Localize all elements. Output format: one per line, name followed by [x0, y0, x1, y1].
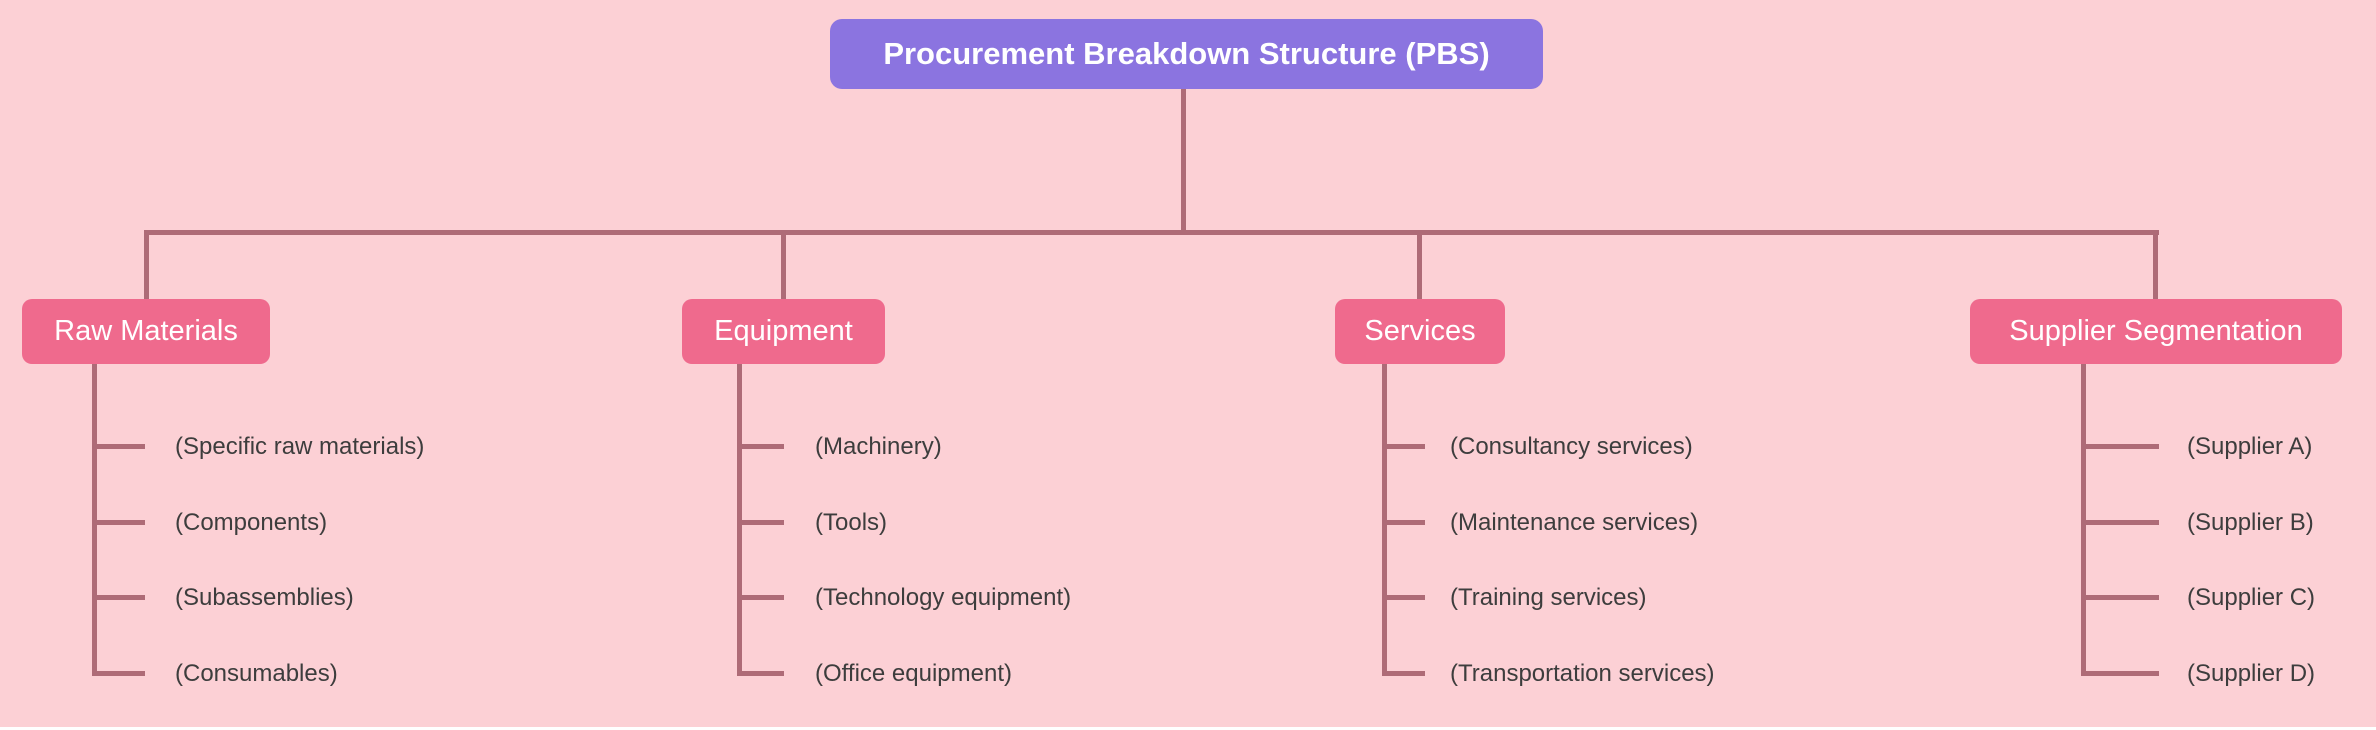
connector-root-trunk	[1181, 89, 1186, 232]
connector-drop-equipment	[781, 230, 786, 299]
leaf-label[interactable]: (Consultancy services)	[1450, 433, 1693, 460]
leaf-tick	[737, 671, 784, 676]
leaf-label[interactable]: (Consumables)	[175, 660, 338, 687]
leaf-label[interactable]: (Subassemblies)	[175, 584, 354, 611]
leaf-tick	[2081, 520, 2159, 525]
leaf-label[interactable]: (Supplier A)	[2187, 433, 2313, 460]
branch-node-supplier-segmentation[interactable]: Supplier Segmentation	[1970, 299, 2342, 364]
leaf-label[interactable]: (Supplier D)	[2187, 660, 2316, 687]
connector-drop-services	[1417, 230, 1422, 299]
leaf-tick	[737, 595, 784, 600]
leaf-label[interactable]: (Office equipment)	[815, 660, 1012, 687]
leaf-tick	[92, 595, 145, 600]
leaf-tick	[737, 444, 784, 449]
branch-node-label: Raw Materials	[54, 315, 238, 347]
leaf-tick	[2081, 671, 2159, 676]
connector-bus	[144, 230, 2159, 235]
connector-drop-raw-materials	[144, 230, 149, 299]
leaf-tick	[737, 520, 784, 525]
leaf-label[interactable]: (Transportation services)	[1450, 660, 1715, 687]
connector-drop-supplier-segmentation	[2153, 230, 2158, 299]
branch-node-raw-materials[interactable]: Raw Materials	[22, 299, 270, 364]
leaf-tick	[92, 520, 145, 525]
leaf-tick	[92, 671, 145, 676]
leaf-label[interactable]: (Supplier C)	[2187, 584, 2316, 611]
leaf-label[interactable]: (Specific raw materials)	[175, 433, 425, 460]
branch-node-label: Equipment	[714, 315, 853, 347]
leaf-tick	[1382, 520, 1425, 525]
leaf-tick	[92, 444, 145, 449]
branch-node-equipment[interactable]: Equipment	[682, 299, 885, 364]
leaf-tick	[2081, 595, 2159, 600]
leaf-label[interactable]: (Components)	[175, 509, 328, 536]
branch-node-services[interactable]: Services	[1335, 299, 1505, 364]
leaf-label[interactable]: (Supplier B)	[2187, 509, 2314, 536]
leaf-label[interactable]: (Maintenance services)	[1450, 509, 1699, 536]
bottom-edge-strip	[0, 727, 2376, 730]
leaf-label[interactable]: (Machinery)	[815, 433, 942, 460]
leaf-tick	[1382, 671, 1425, 676]
leaf-tick	[2081, 444, 2159, 449]
leaf-tick	[1382, 595, 1425, 600]
root-node-label: Procurement Breakdown Structure (PBS)	[883, 36, 1490, 71]
branch-node-label: Services	[1364, 315, 1476, 347]
leaf-tick	[1382, 444, 1425, 449]
leaf-label[interactable]: (Training services)	[1450, 584, 1647, 611]
root-node[interactable]: Procurement Breakdown Structure (PBS)	[830, 19, 1543, 89]
leaf-label[interactable]: (Technology equipment)	[815, 584, 1072, 611]
leaf-label[interactable]: (Tools)	[815, 509, 888, 536]
branch-node-label: Supplier Segmentation	[2009, 315, 2303, 347]
